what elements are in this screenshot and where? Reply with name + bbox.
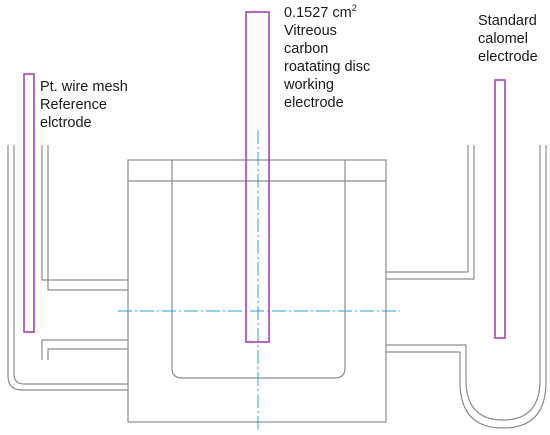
- left-arm-upper-connector-inner: [47, 145, 128, 291]
- calomel-electrode: [494, 79, 506, 339]
- working-label-line-3: roatating disc: [284, 59, 371, 75]
- right-arm-upper-connector: [386, 145, 469, 273]
- calomel-label-line-2: calomel: [478, 31, 528, 47]
- working-label-line-1: Vitreous: [284, 23, 337, 39]
- working-disc-electrode: [245, 11, 270, 343]
- cell-outer-box: [127, 159, 387, 423]
- left-arm-lower-connector: [41, 339, 128, 360]
- working-label-line-4: working: [284, 77, 334, 93]
- working-area-exponent: 2: [351, 3, 357, 13]
- left-side-arm: [7, 145, 128, 391]
- calomel-electrode-label: Standard calomel electrode: [478, 12, 538, 66]
- reference-wire-electrode: [23, 73, 35, 333]
- working-label-line-5: electrode: [284, 95, 344, 111]
- left-arm-outer-wall: [7, 145, 128, 391]
- right-arm-lower-connector: [386, 145, 541, 421]
- working-electrode-label: 0.1527 cm2 Vitreous carbon roatating dis…: [284, 4, 370, 112]
- cell-body: [127, 159, 387, 423]
- left-arm-inner-wall: [13, 145, 128, 385]
- right-arm-lower-connector-inner: [386, 145, 547, 429]
- calomel-label-line-3: electrode: [478, 49, 538, 65]
- alignment-lines: [118, 130, 400, 432]
- electrodes: [23, 11, 506, 343]
- calomel-label-line-1: Standard: [478, 13, 537, 29]
- working-area-value: 0.1527 cm: [284, 5, 352, 21]
- right-side-arm: [386, 145, 547, 429]
- left-arm-lower-connector-inner: [47, 348, 128, 360]
- reference-label-line-3: elctrode: [40, 115, 92, 131]
- working-label-area: 0.1527 cm2: [284, 4, 370, 22]
- reference-label-line-2: Reference: [40, 97, 107, 113]
- left-arm-upper-connector: [41, 145, 128, 281]
- reference-label-line-1: Pt. wire mesh: [40, 79, 128, 95]
- reference-electrode-label: Pt. wire mesh Reference elctrode: [40, 78, 128, 132]
- right-arm-upper-connector-inner: [386, 145, 475, 280]
- working-label-line-2: carbon: [284, 41, 329, 57]
